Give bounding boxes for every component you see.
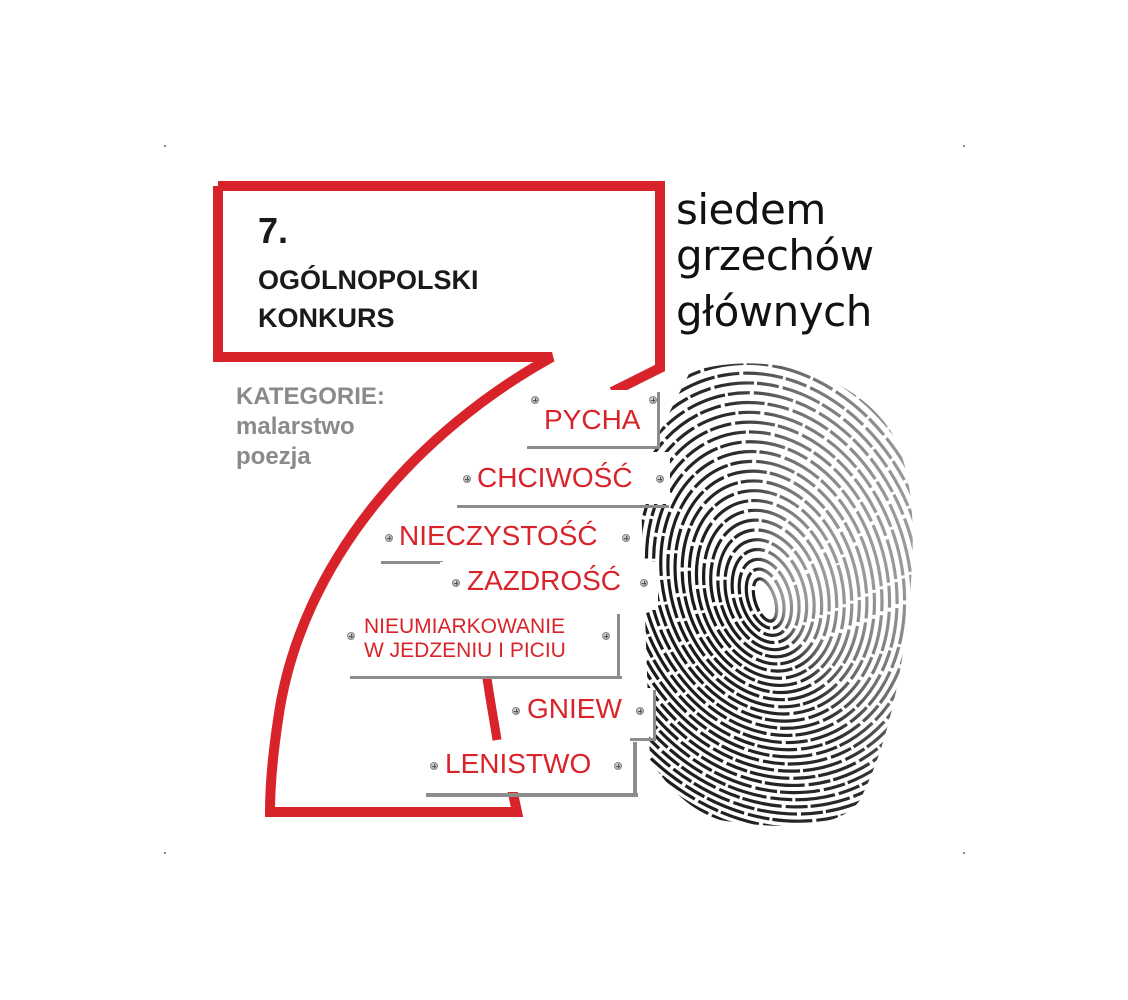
fingerprint-ridge [723,538,809,652]
fingerprint-ridge [716,528,816,659]
fingerprint-ridge [640,371,913,773]
title-line-1: OGÓLNOPOLSKI [258,265,479,295]
crop-mark [963,145,965,147]
fingerprint-ridge [640,363,913,809]
fingerprint-ridge [687,489,846,687]
sin-label: PYCHA [544,404,641,435]
screw-icon [602,632,610,640]
sin-plate-lenistwo: LENISTWO [424,742,632,792]
fingerprint-ridge [680,479,854,695]
screw-icon [452,579,460,587]
screw-icon [347,632,355,640]
category-item-malarstwo: malarstwo [236,413,355,440]
fingerprint-ridge [744,567,786,630]
fingerprint-ridge [640,363,913,788]
sin-plate-zazdrosc: ZAZDROŚĆ [440,562,658,610]
screw-icon [512,707,520,715]
fingerprint-ridge [730,547,801,645]
plate-shadow [457,505,669,508]
plate-shadow [426,793,638,797]
fingerprint-ridge [640,391,913,759]
subtitle-line-2: grzechów [676,231,874,280]
subtitle-line-1: siedem [676,185,826,234]
plate-shadow [527,446,659,449]
fingerprint-ridge [709,518,824,666]
fingerprint-ridge [644,430,892,730]
sin-label-line-2: W JEDZENIU I PICIU [364,639,566,662]
plate-shadow [617,614,620,678]
subtitle-line-3: głównych [676,287,872,336]
screw-icon [531,396,539,404]
fingerprint-ridge [751,577,779,623]
screw-icon [640,579,648,587]
sin-label: NIECZYSTOŚĆ [399,520,598,551]
fingerprint-ridge [666,459,869,709]
plate-shadow [381,561,443,564]
sin-plate-pycha: PYCHA [525,390,660,446]
fingerprint-ridge [640,420,899,738]
screw-icon [430,762,438,770]
sin-label: LENISTWO [445,748,592,779]
crop-mark [164,145,166,147]
fingerprint-ridge [640,363,913,816]
category-item-poezja: poezja [236,443,311,470]
fingerprint-ridge [673,469,861,702]
sin-label: GNIEW [527,693,622,724]
fingerprint-ridge [640,363,913,802]
fingerprint-ridge [659,449,877,716]
fingerprint-ridge [640,400,913,752]
plate-shadow [633,742,637,797]
plate-shadow [350,676,622,679]
screw-icon [622,534,630,542]
sin-label: ZAZDROŚĆ [467,565,621,596]
screw-icon [636,707,644,715]
fingerprint-ridge [640,381,913,766]
fingerprint-ridge [652,440,884,723]
plate-shadow [630,738,656,741]
plate-shadow [653,690,656,740]
fingerprint-ridge [737,557,794,637]
screw-icon [385,534,393,542]
screw-icon [463,475,471,483]
categories-heading: KATEGORIE: [236,383,385,410]
sin-label-line-1: NIEUMIARKOWANIE [364,615,566,638]
sin-plate-nieumiarkowanie: NIEUMIARKOWANIE W JEDZENIU I PICIU [347,612,618,676]
crop-mark [164,852,166,854]
fingerprint-ridge [640,363,913,795]
sin-plate-gniew: GNIEW [508,688,654,736]
fingerprint-ridge [640,363,913,780]
sin-plate-chciwosc: CHCIWOŚĆ [456,452,670,504]
screw-icon [656,475,664,483]
fingerprint-ridge [694,498,839,680]
plate-shadow [657,392,660,449]
screw-icon [614,762,622,770]
sin-label: CHCIWOŚĆ [477,462,633,493]
crop-mark [963,852,965,854]
title-number: 7. [258,210,289,251]
title-line-2: KONKURS [258,303,395,333]
fingerprint-ridge [701,508,831,673]
screw-icon [649,396,657,404]
sin-plate-nieczystosc: NIECZYSTOŚĆ [380,512,638,562]
